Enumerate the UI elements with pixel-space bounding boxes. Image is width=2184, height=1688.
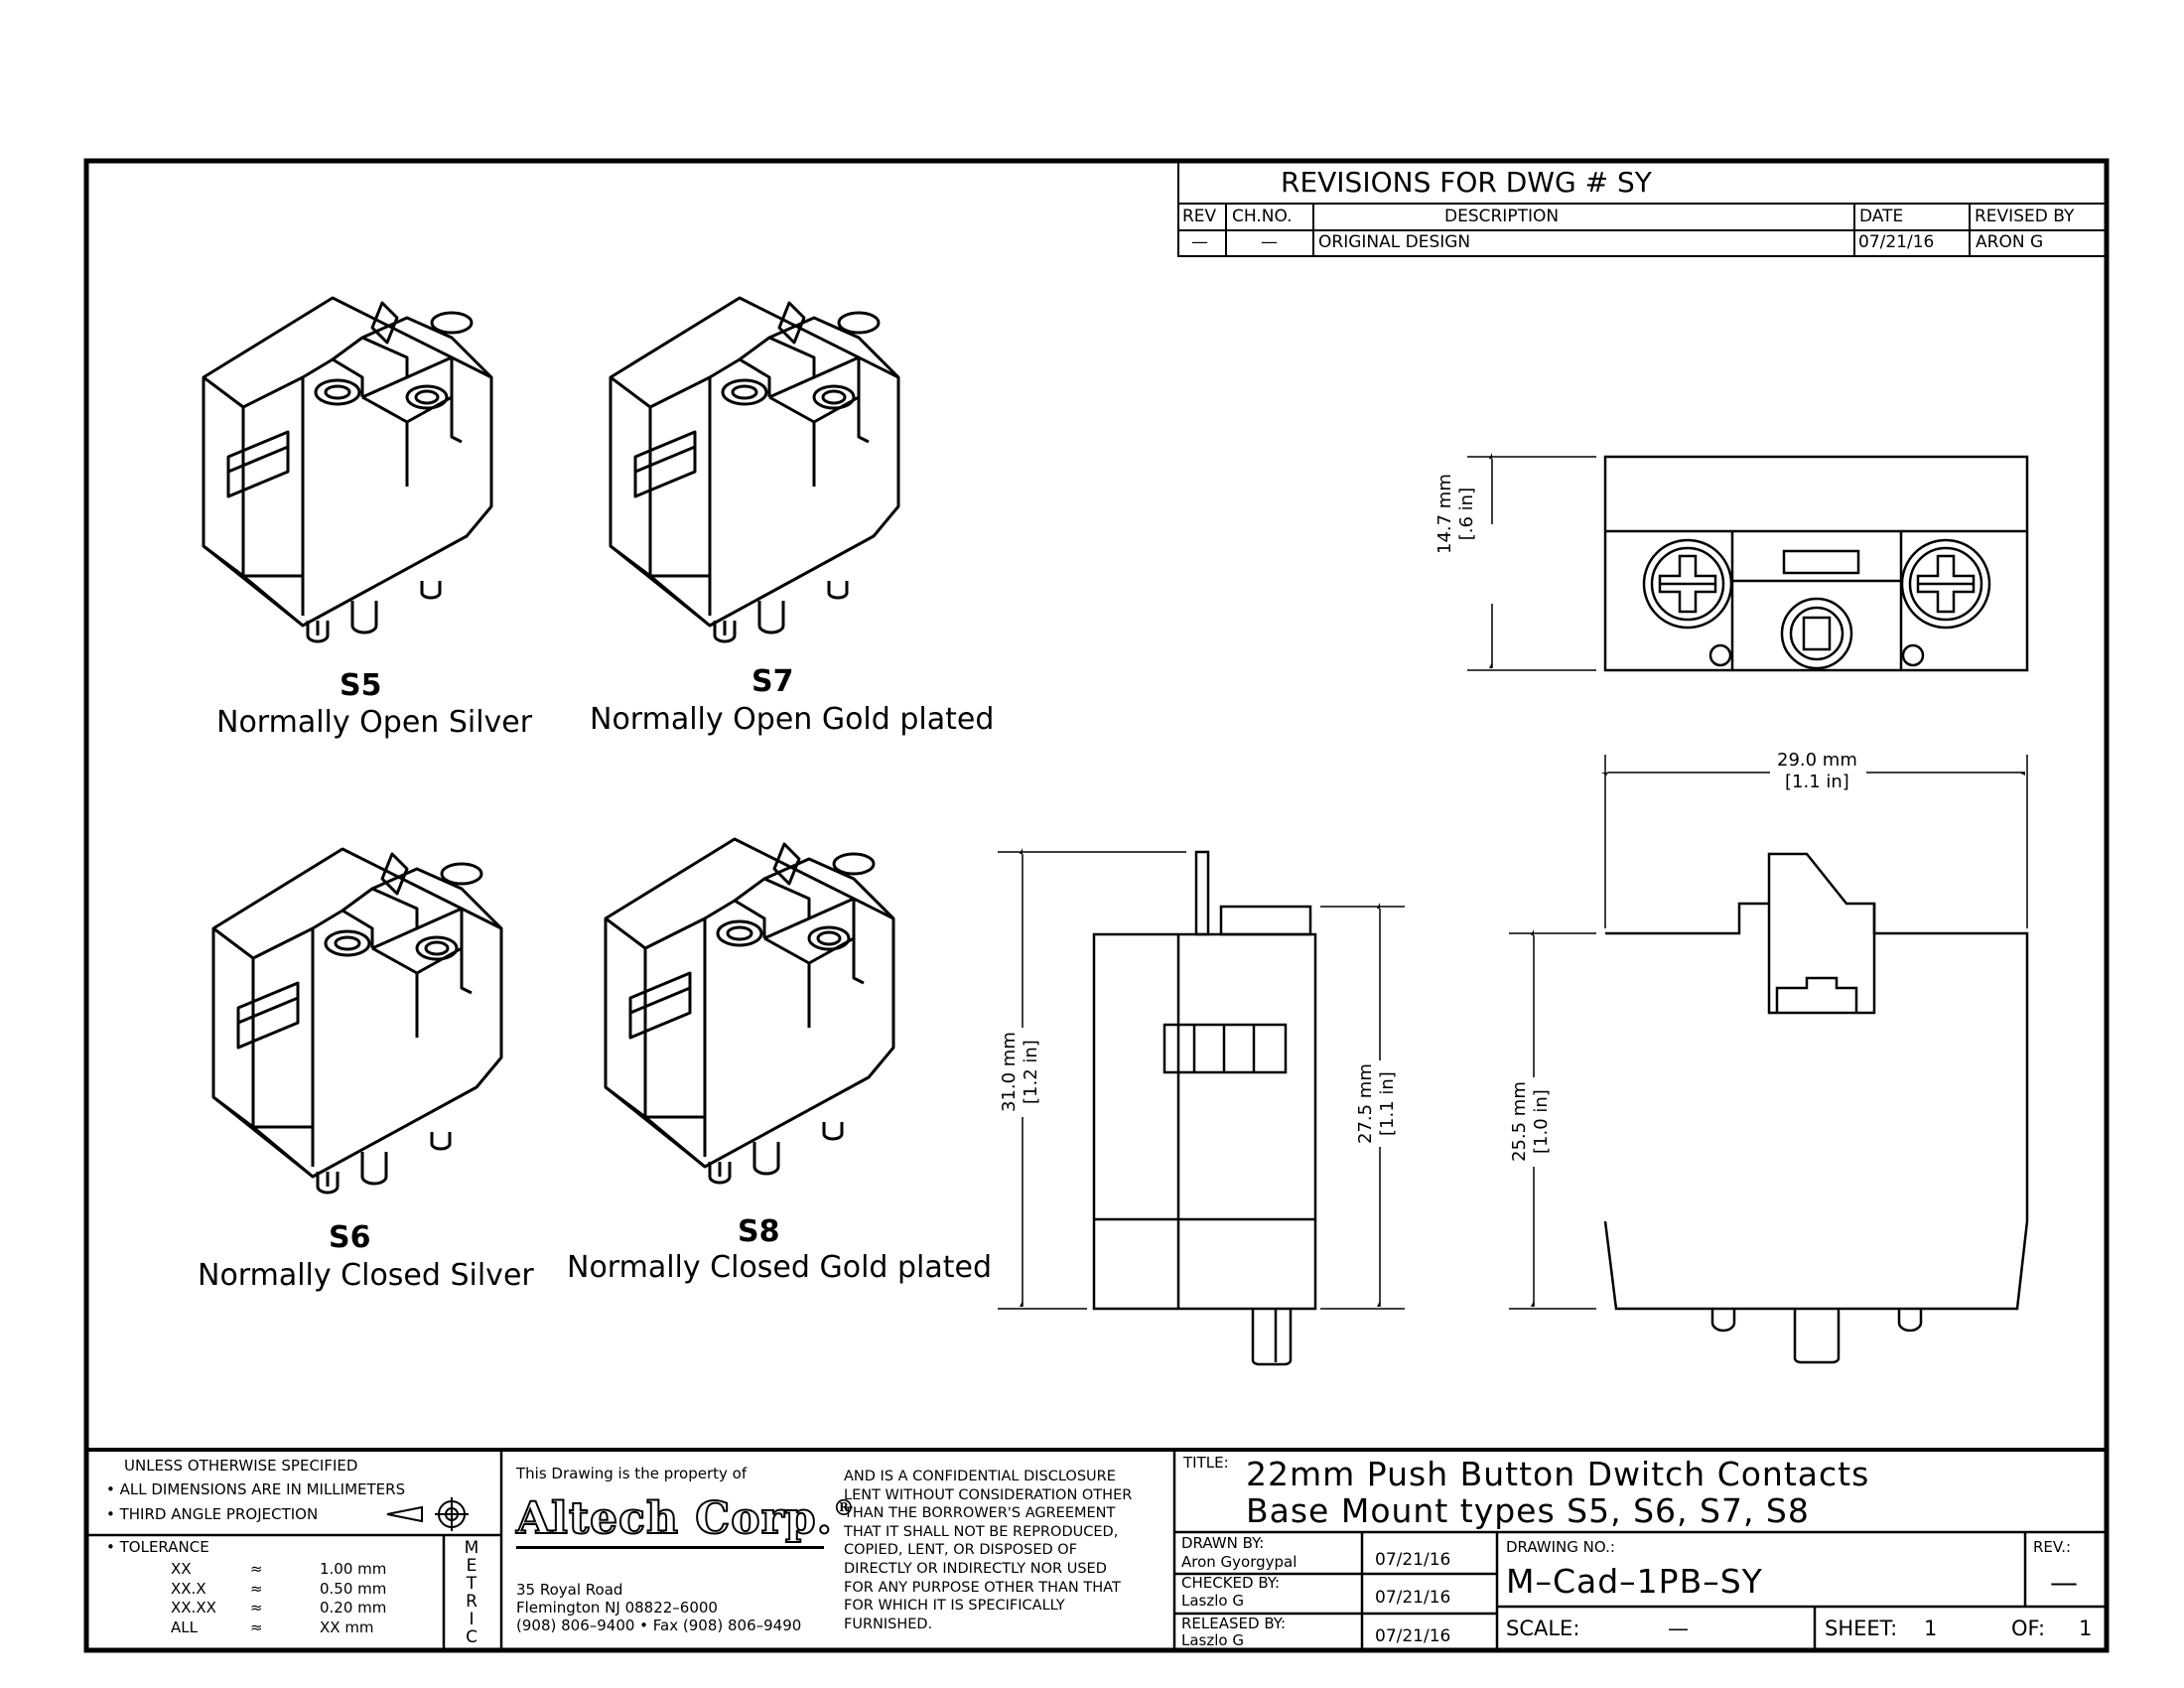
tol-val: XX mm: [320, 1618, 374, 1636]
variant-s5-code: S5: [340, 668, 382, 703]
company-address1: 35 Royal Road: [516, 1581, 623, 1599]
drawing-no-label: DRAWING NO.:: [1506, 1538, 1615, 1556]
dim-front-body-label: 25.5 mm[1.0 in]: [1509, 1081, 1552, 1162]
tol-val: 0.20 mm: [320, 1599, 387, 1617]
drawn-date: 07/21/16: [1375, 1550, 1451, 1570]
revision-date: 07/21/16: [1858, 232, 1935, 252]
dim-side-body: [1320, 907, 1405, 1310]
rev-value: —: [2050, 1566, 2078, 1599]
date-header: DATE: [1859, 207, 1904, 226]
tol-fmt: XX.XX: [171, 1599, 216, 1617]
revisions-title: REVISIONS FOR DWG # SY: [1281, 166, 1652, 199]
notes-line2: • ALL DIMENSIONS ARE IN MILLIMETERS: [106, 1480, 406, 1498]
checked-date: 07/21/16: [1375, 1588, 1451, 1608]
title-label: TITLE:: [1183, 1454, 1229, 1472]
variant-s8-desc: Normally Closed Gold plated: [567, 1250, 993, 1285]
dim-side-body-label: 27.5 mm[1.1 in]: [1355, 1063, 1398, 1144]
tolerance-label: • TOLERANCE: [106, 1538, 209, 1556]
variant-s7-code: S7: [751, 664, 794, 699]
top-view: [1603, 455, 2029, 672]
drawn-by-name: Aron Gyorgypal: [1181, 1553, 1297, 1571]
released-date: 07/21/16: [1375, 1626, 1451, 1646]
contact-s6-drawing: [211, 847, 503, 1195]
revision-chno: —: [1261, 232, 1278, 252]
tol-fmt: XX: [171, 1560, 192, 1578]
tol-val: 0.50 mm: [320, 1580, 387, 1598]
notes-line1: UNLESS OTHERWISE SPECIFIED: [124, 1457, 358, 1475]
released-by-name: Laszlo G: [1181, 1631, 1244, 1649]
drawing-title-line1: 22mm Push Button Dwitch Contacts: [1246, 1455, 1870, 1493]
released-by-label: RELEASED BY:: [1181, 1615, 1287, 1632]
variant-s8-code: S8: [738, 1214, 780, 1249]
company-address2: Flemington NJ 08822–6000: [516, 1599, 718, 1617]
of-value: 1: [2079, 1617, 2093, 1640]
logo-underline: [516, 1546, 824, 1549]
dim-side-total: [998, 852, 1186, 1310]
third-angle-projection-icon: [386, 1497, 469, 1531]
scale-label: SCALE:: [1506, 1617, 1580, 1640]
rev-label: REV.:: [2033, 1538, 2072, 1556]
sheet-value: 1: [1924, 1617, 1938, 1640]
contact-s5-drawing: [202, 296, 493, 643]
tol-val: 1.00 mm: [320, 1560, 387, 1578]
of-label: OF:: [2011, 1617, 2046, 1640]
drawing-title-line2: Base Mount types S5, S6, S7, S8: [1246, 1491, 1810, 1530]
revision-description: ORIGINAL DESIGN: [1318, 232, 1471, 252]
dim-width: [1605, 755, 2028, 928]
rev-header: REV: [1182, 207, 1217, 226]
variant-s6-desc: Normally Closed Silver: [198, 1258, 534, 1293]
checked-by-name: Laszlo G: [1181, 1592, 1244, 1610]
revised-by-header: REVISED BY: [1975, 207, 2075, 226]
altech-logo: Altech Corp.®: [515, 1493, 856, 1544]
tol-sym: ≈: [250, 1599, 263, 1617]
front-view: [1603, 852, 2029, 1364]
title-block-lines: [86, 1448, 2107, 1650]
tol-fmt: ALL: [171, 1618, 198, 1636]
revision-table-lines: [1177, 160, 2108, 257]
contact-s7-drawing: [609, 296, 900, 643]
tol-sym: ≈: [250, 1618, 263, 1636]
drawing-number: M–Cad–1PB–SY: [1506, 1562, 1763, 1601]
revision-rev: —: [1191, 232, 1208, 252]
drawn-by-label: DRAWN BY:: [1181, 1534, 1265, 1552]
dim-top-height: [1467, 457, 1596, 671]
variant-s6-code: S6: [329, 1220, 371, 1255]
dim-width-label: 29.0 mm[1.1 in]: [1777, 750, 1857, 792]
revision-revised-by: ARON G: [1976, 232, 2044, 252]
checked-by-label: CHECKED BY:: [1181, 1574, 1281, 1592]
contact-s8-drawing: [604, 837, 895, 1185]
dim-side-total-label: 31.0 mm[1.2 in]: [999, 1032, 1041, 1112]
dim-front-body: [1509, 933, 1596, 1310]
description-header: DESCRIPTION: [1444, 207, 1560, 226]
variant-s7-desc: Normally Open Gold plated: [590, 702, 995, 737]
side-view: [1092, 850, 1317, 1366]
variant-s5-desc: Normally Open Silver: [216, 705, 533, 740]
property-text: This Drawing is the property of: [516, 1465, 748, 1482]
notes-line3: • THIRD ANGLE PROJECTION: [106, 1505, 319, 1523]
company-phone: (908) 806–9400 • Fax (908) 806–9490: [516, 1617, 802, 1634]
tol-fmt: XX.X: [171, 1580, 206, 1598]
tol-sym: ≈: [250, 1580, 263, 1598]
sheet-label: SHEET:: [1825, 1617, 1898, 1640]
chno-header: CH.NO.: [1232, 207, 1293, 226]
scale-value: —: [1668, 1617, 1689, 1640]
dim-top-height-label: 14.7 mm[.6 in]: [1434, 474, 1477, 554]
tol-sym: ≈: [250, 1560, 263, 1578]
